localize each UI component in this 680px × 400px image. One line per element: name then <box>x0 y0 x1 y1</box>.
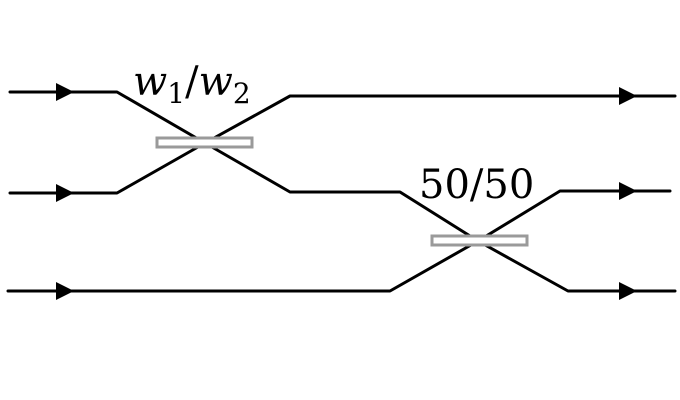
input-arrow-1-icon <box>56 83 74 101</box>
input-mode-3-path <box>6 189 672 293</box>
beam-splitter-2-label: 50/50 <box>419 162 534 208</box>
input-arrow-2-icon <box>56 184 74 202</box>
output-arrow-bottom-icon <box>619 282 637 300</box>
beam-splitter-1-label: w1/w2 <box>133 59 251 110</box>
input-mode-2-path <box>8 94 677 195</box>
beam-splitter-1 <box>155 136 254 149</box>
input-arrow-3-icon <box>56 282 74 300</box>
input-mode-1-path <box>8 90 677 293</box>
beam-splitter-2 <box>430 234 529 247</box>
output-arrow-top-icon <box>619 87 637 105</box>
output-arrow-middle-icon <box>619 182 637 200</box>
